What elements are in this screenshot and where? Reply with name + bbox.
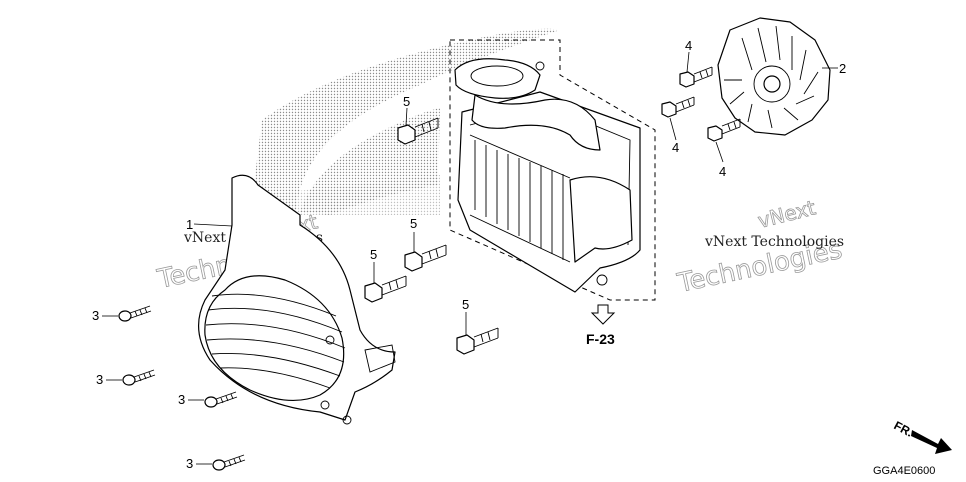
radiator-shroud [454,58,641,293]
callout-5: 5 [462,297,469,312]
bolt [456,327,499,355]
screw [122,369,156,386]
assembly-boundary [449,39,656,301]
callout-4: 4 [719,164,726,179]
bolt [404,244,447,272]
screw [212,454,246,471]
front-direction: FR. [892,418,952,454]
bolt [707,118,741,142]
cooling-fan [717,17,831,136]
bolts-5 [364,117,499,355]
down-arrow-icon [590,304,616,325]
watermark-caption-right: vNext Technologies [704,234,844,250]
front-arrow-icon [911,430,952,454]
screw [204,391,238,408]
callout-3: 3 [92,308,99,323]
front-label: FR. [892,418,916,439]
screw [118,305,152,322]
bolts-4 [661,66,741,142]
bolt [679,66,713,88]
callout-labels: 1 2 3 3 3 3 4 4 4 5 5 5 5 [92,38,846,471]
callout-2: 2 [839,61,846,76]
brand-logo-watermark [250,28,560,215]
reference-label: F-23 [586,331,615,347]
bolt [661,96,695,118]
callout-5: 5 [410,216,417,231]
callout-3: 3 [96,372,103,387]
callout-3: 3 [186,456,193,471]
bolt [364,275,407,303]
callout-3: 3 [178,392,185,407]
callout-5: 5 [403,94,410,109]
callout-5: 5 [370,247,377,262]
watermark-vnext-right: vNext [755,195,818,232]
drawing-code: GGA4E0600 [873,465,935,477]
callout-4: 4 [672,140,679,155]
leader-lines [102,51,838,465]
screws-3 [118,305,246,471]
bolt [397,117,439,145]
fan-cover [197,174,396,425]
callout-1: 1 [186,217,193,232]
callout-4: 4 [685,38,692,53]
reference-f23: F-23 [586,304,616,347]
